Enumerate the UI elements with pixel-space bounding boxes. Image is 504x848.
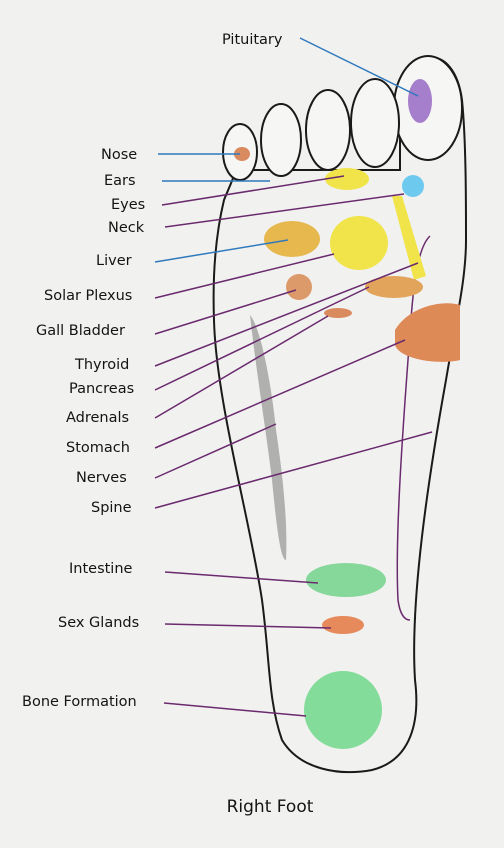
spine-shading [250,315,287,560]
label-stomach: Stomach [66,440,130,456]
neck-zone [392,196,426,280]
label-nose: Nose [101,147,137,163]
label-gall-bladder: Gall Bladder [36,323,125,339]
stomach-zone [395,303,460,362]
label-ears: Ears [104,173,136,189]
label-bone-formation: Bone Formation [22,694,137,710]
label-eyes: Eyes [111,197,145,213]
eyes-leader [161,175,345,206]
label-sex-glands: Sex Glands [58,615,139,631]
solar-plexus-yellow-zone [330,216,388,270]
liver-leader [154,239,289,263]
label-adrenals: Adrenals [66,410,129,426]
pancreas-leader [154,286,370,391]
nose-zone [234,147,250,161]
label-thyroid: Thyroid [74,357,129,373]
gall-bladder-zone [324,308,352,318]
label-liver: Liver [96,253,132,269]
stomach-leader [154,339,406,449]
bone-formation-leader [163,702,307,717]
ears-zone [325,168,369,190]
adrenals-leader [154,315,329,419]
leader-lines [154,37,433,717]
sex-glands-leader [164,623,332,629]
spine-leader [154,431,433,509]
neck-leader [164,193,405,228]
intestine-zone [306,563,386,597]
label-pituitary: Pituitary [222,32,283,48]
fourth-toe [260,103,302,177]
eyes-zone [402,175,424,197]
label-pancreas: Pancreas [69,381,134,397]
pituitary-leader [299,37,419,97]
nerves-leader [154,423,277,479]
bone-formation-zone [304,671,382,749]
label-spine: Spine [91,500,132,516]
labels: Pituitary Nose Ears Eyes Neck Liver Sola… [22,32,283,710]
pancreas-zone [365,276,423,298]
pituitary-zone [408,79,432,123]
label-nerves: Nerves [76,470,127,486]
caption: Right Foot [227,797,314,817]
second-toe [350,78,400,168]
third-toe [305,89,351,171]
solar-plexus-zone [286,274,312,300]
liver-zone [264,221,320,257]
label-solar-plexus: Solar Plexus [44,288,132,304]
label-intestine: Intestine [69,561,133,577]
sex-glands-zone [322,616,364,634]
solar-plexus-leader [154,253,335,299]
label-neck: Neck [108,220,145,236]
intestine-leader [164,571,319,584]
gall-bladder-leader [154,289,297,335]
thyroid-leader [154,262,419,367]
